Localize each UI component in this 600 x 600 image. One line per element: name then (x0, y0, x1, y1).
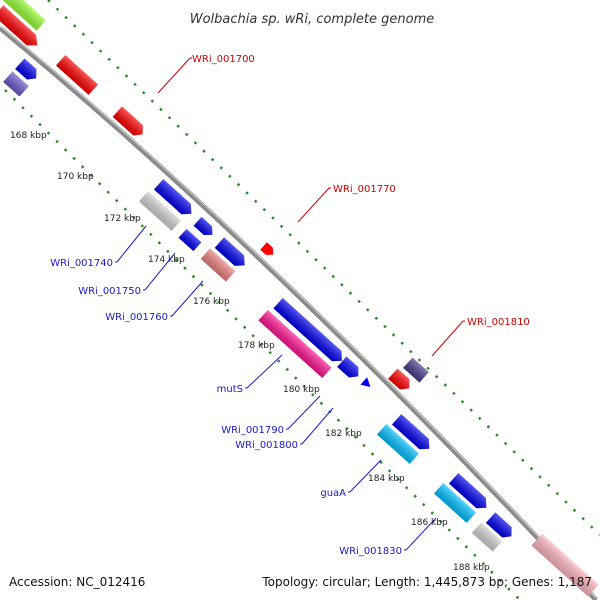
tick-label-168: 168 kbp (10, 131, 47, 141)
map-title: Wolbachia sp. wRi, complete genome (190, 12, 435, 27)
genome-backbone (0, 26, 598, 600)
gene-blue-174 (214, 237, 245, 266)
tick-label-178: 178 kbp (238, 341, 275, 351)
gene-label-wri-001770: WRi_001770 (333, 184, 396, 195)
gene-blue-172 (153, 179, 192, 215)
callout-line-wri-001760 (170, 280, 204, 317)
tick-label-174: 174 kbp (148, 255, 185, 265)
gene-blue-small-a (193, 216, 213, 236)
callout-line-wri-001750 (143, 252, 176, 291)
inner-track-guide (4, 89, 521, 600)
tick-label-184: 184 kbp (368, 474, 405, 484)
gene-wri-001750 (178, 228, 202, 252)
tick-label-182: 182 kbp (325, 429, 362, 439)
accession-text: Accession: NC_012416 (9, 575, 145, 589)
gene-gray-188 (471, 522, 503, 552)
gene-label-wri-001740: WRi_001740 (50, 258, 113, 269)
gene-blue-left (15, 58, 37, 80)
gene-muts (258, 310, 332, 378)
callout-line-guaa (348, 459, 382, 493)
gene-label-guaa: guaA (320, 488, 346, 499)
gene-wri-001760 (200, 248, 236, 282)
gene-wri-001700 (55, 55, 99, 95)
callout-line-wri-001830 (404, 517, 437, 551)
gene-label-wri-001830: WRi_001830 (339, 546, 402, 557)
gene-wri-001790 (337, 356, 359, 378)
gene-wri-001800 (360, 377, 371, 388)
gene-wri-001740 (138, 191, 182, 231)
gene-dark-slate (403, 357, 429, 383)
callout-line-muts (245, 354, 283, 389)
gene-wri-001830 (433, 483, 477, 523)
tick-label-176: 176 kbp (193, 297, 230, 307)
tick-label-180: 180 kbp (283, 385, 320, 395)
callout-line-wri-001700 (157, 57, 192, 94)
callout-line-wri-001810 (431, 320, 465, 357)
gene-guaa (376, 424, 420, 464)
gene-light-pink (531, 533, 599, 597)
gene-blue-184 (391, 414, 430, 450)
gene-blue-188 (485, 512, 512, 538)
genome-summary-text: Topology: circular; Length: 1,445,873 bp… (261, 575, 592, 589)
gene-purple-left (3, 71, 29, 97)
gene-label-wri-001750: WRi_001750 (78, 286, 141, 297)
callout-line-wri-001770 (297, 187, 331, 223)
gene-light-green (0, 0, 47, 31)
tick-label-170: 170 kbp (57, 172, 94, 182)
gene-blue-186 (448, 473, 487, 509)
gene-red-top-left (0, 5, 38, 46)
outer-track-guide (47, 0, 600, 536)
gene-wri-001810 (388, 368, 410, 390)
gene-red-mid (112, 106, 143, 136)
callout-line-wri-001790 (286, 395, 321, 430)
tick-label-188: 188 kbp (453, 563, 490, 573)
callout-line-wri-001740 (115, 225, 147, 263)
gene-label-wri-001760: WRi_001760 (105, 312, 168, 323)
gene-label-wri-001700: WRi_001700 (192, 54, 255, 65)
genome-backbone-highlight (0, 25, 597, 599)
gene-wri-001770 (260, 242, 274, 256)
gene-label-wri-001800: WRi_001800 (235, 440, 298, 451)
tick-label-186: 186 kbp (411, 518, 448, 528)
callout-line-wri-001800 (300, 407, 334, 445)
tick-label-172: 172 kbp (104, 214, 141, 224)
gene-label-wri-001810: WRi_001810 (467, 317, 530, 328)
gene-label-wri-001790: WRi_001790 (221, 425, 284, 436)
gene-label-muts: mutS (217, 384, 243, 395)
gene-blue-178 (273, 298, 342, 362)
